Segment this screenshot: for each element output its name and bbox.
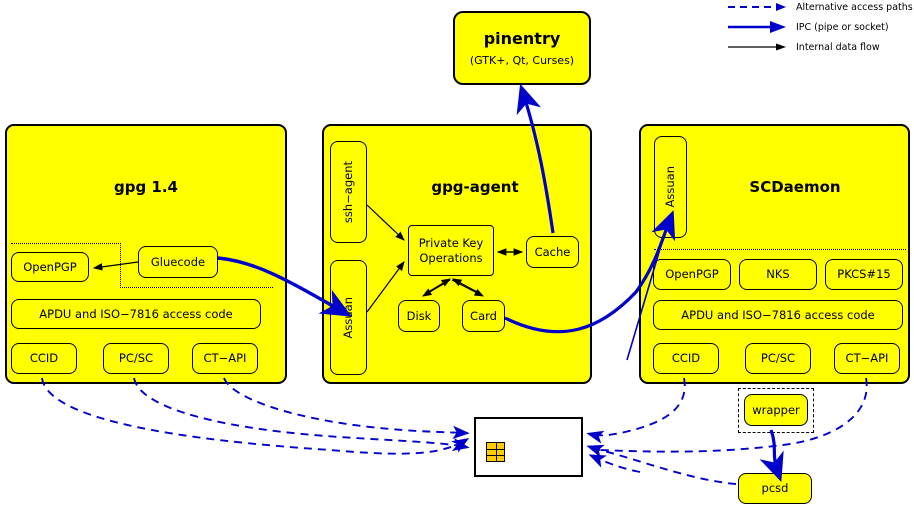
agent-node-card[interactable]: Card <box>462 300 505 332</box>
agent-node-assuan[interactable]: Assuan <box>330 260 367 375</box>
gpg-node-pcsc[interactable]: PC/SC <box>103 343 169 374</box>
gpg-node-openpgp[interactable]: OpenPGP <box>11 252 89 282</box>
dashed-gpg-ccid-to-smartcard <box>41 377 470 455</box>
legend-dashed-line-icon <box>728 3 786 11</box>
agent-node-private-key-operations[interactable]: Private Key Operations <box>408 225 494 276</box>
gpg-node-ccid[interactable]: CCID <box>11 343 77 374</box>
legend-ipc-line-icon <box>728 21 786 33</box>
gpg-node-ctapi[interactable]: CT−API <box>192 343 258 374</box>
dashed-pcsd-to-smartcard <box>586 444 737 485</box>
ipc-wrapper-to-pcsd <box>759 429 784 483</box>
legend-label-internal-data-flow: Internal data flow <box>796 41 880 53</box>
gpg-node-gluecode[interactable]: Gluecode <box>138 246 218 278</box>
panel-scdaemon-title: SCDaemon <box>749 178 841 196</box>
legend-item-alternative-access-paths: Alternative access paths <box>728 0 913 14</box>
legend-solid-line-icon <box>728 43 786 51</box>
legend-label-ipc: IPC (pipe or socket) <box>796 21 889 33</box>
dashed-scdaemon-ccid-to-smartcard <box>586 377 686 444</box>
scdaemon-node-nks[interactable]: NKS <box>739 259 817 290</box>
smartcard[interactable] <box>474 417 583 477</box>
scdaemon-node-ctapi[interactable]: CT−API <box>834 343 900 374</box>
gpg-dotted-bottom <box>120 287 273 288</box>
legend-item-internal-data-flow: Internal data flow <box>728 40 880 54</box>
agent-node-disk[interactable]: Disk <box>398 300 440 332</box>
dashed-lower-to-smartcard <box>588 454 641 473</box>
scdaemon-node-apdu[interactable]: APDU and ISO−7816 access code <box>653 300 903 330</box>
gpg-node-apdu[interactable]: APDU and ISO−7816 access code <box>11 299 261 329</box>
legend-label-alternative-access-paths: Alternative access paths <box>796 1 913 13</box>
panel-gpg-title: gpg 1.4 <box>113 178 178 196</box>
private-key-ops-line2: Operations <box>419 250 483 265</box>
node-pcsd[interactable]: pcsd <box>738 473 812 504</box>
agent-node-ssh-agent-label: ssh−agent <box>341 160 356 224</box>
scdaemon-node-assuan[interactable]: Assuan <box>654 136 687 238</box>
private-key-ops-line1: Private Key <box>418 236 484 251</box>
agent-node-ssh-agent[interactable]: ssh−agent <box>330 141 367 243</box>
scdaemon-node-ccid[interactable]: CCID <box>653 343 719 374</box>
scdaemon-dotted-divider <box>654 249 906 250</box>
scdaemon-node-openpgp[interactable]: OpenPGP <box>653 259 731 290</box>
pinentry-subtitle: (GTK+, Qt, Curses) <box>469 54 575 67</box>
pinentry-title: pinentry <box>483 29 561 48</box>
scdaemon-node-pcsc[interactable]: PC/SC <box>745 343 811 374</box>
smartcard-chip-icon <box>486 442 505 462</box>
dashed-gpg-ctapi-to-smartcard <box>223 377 470 439</box>
scdaemon-node-assuan-label: Assuan <box>663 166 678 208</box>
legend-item-ipc: IPC (pipe or socket) <box>728 20 889 34</box>
agent-node-cache[interactable]: Cache <box>526 236 579 268</box>
dashed-scdaemon-ctapi-path <box>599 377 868 453</box>
gpg-dotted-vertical <box>120 243 121 288</box>
node-wrapper[interactable]: wrapper <box>744 394 808 426</box>
chip-divider <box>495 443 497 461</box>
scdaemon-node-pkcs15[interactable]: PKCS#15 <box>825 259 903 290</box>
agent-node-assuan-label: Assuan <box>341 296 356 339</box>
dashed-gpg-pcsc-to-smartcard <box>133 377 470 452</box>
pinentry-box[interactable]: pinentry (GTK+, Qt, Curses) <box>453 11 591 85</box>
panel-gpg-agent-title: gpg-agent <box>431 178 519 196</box>
gpg-dotted-top <box>11 243 121 244</box>
